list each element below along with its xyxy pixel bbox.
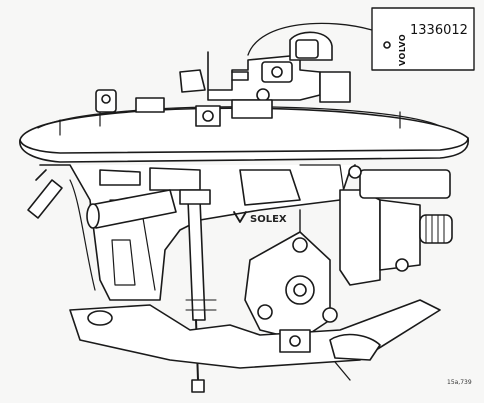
- lever-pivot-icon: [292, 237, 308, 253]
- solex-emblem-icon: [233, 211, 247, 223]
- figure-code: 15a,739: [447, 379, 472, 386]
- carburetor-body: [39, 164, 356, 301]
- tag-hole: [383, 41, 391, 49]
- tag-part-number: 1336012: [410, 23, 468, 38]
- solex-logo: SOLEX: [233, 211, 287, 225]
- tag-card: [371, 7, 475, 71]
- float-chamber: [339, 165, 453, 286]
- right-housing: [359, 169, 451, 199]
- part-number-tag: VOLVO 1336012: [247, 7, 475, 71]
- tag-wire: [247, 22, 373, 56]
- left-pipe: [27, 179, 63, 219]
- idle-adjust-knob-icon: [419, 214, 453, 244]
- side-tube: [27, 169, 177, 229]
- solex-logo-text: SOLEX: [250, 214, 287, 225]
- tag-brand-text: VOLVO: [398, 34, 407, 66]
- pump-lever-assembly: [244, 209, 338, 341]
- top-cover: [179, 31, 351, 103]
- base-flange: [69, 299, 441, 381]
- air-filter-flange: [19, 89, 469, 163]
